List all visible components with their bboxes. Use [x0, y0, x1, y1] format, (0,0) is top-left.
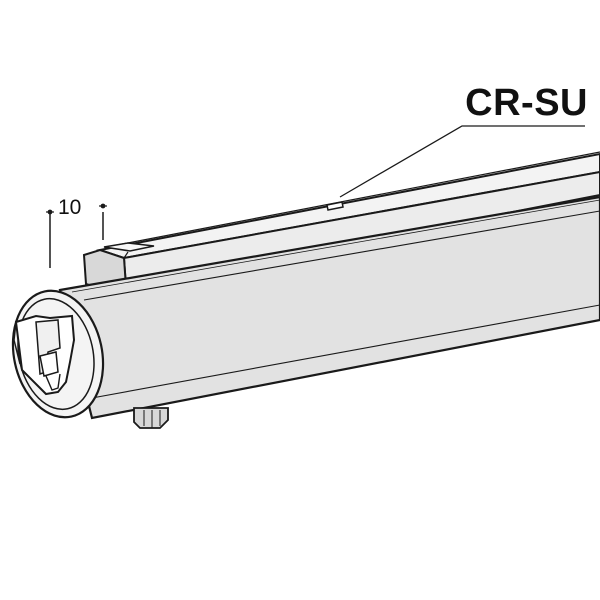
- rail-slot: [326, 201, 344, 211]
- leader-line: [339, 125, 585, 198]
- dimension-label: 10: [58, 196, 82, 219]
- tube-end-face: [11, 289, 105, 419]
- dimension-indicator: [46, 203, 107, 268]
- product-code-label: CR-SU: [465, 82, 588, 124]
- runner-knob: [133, 407, 169, 429]
